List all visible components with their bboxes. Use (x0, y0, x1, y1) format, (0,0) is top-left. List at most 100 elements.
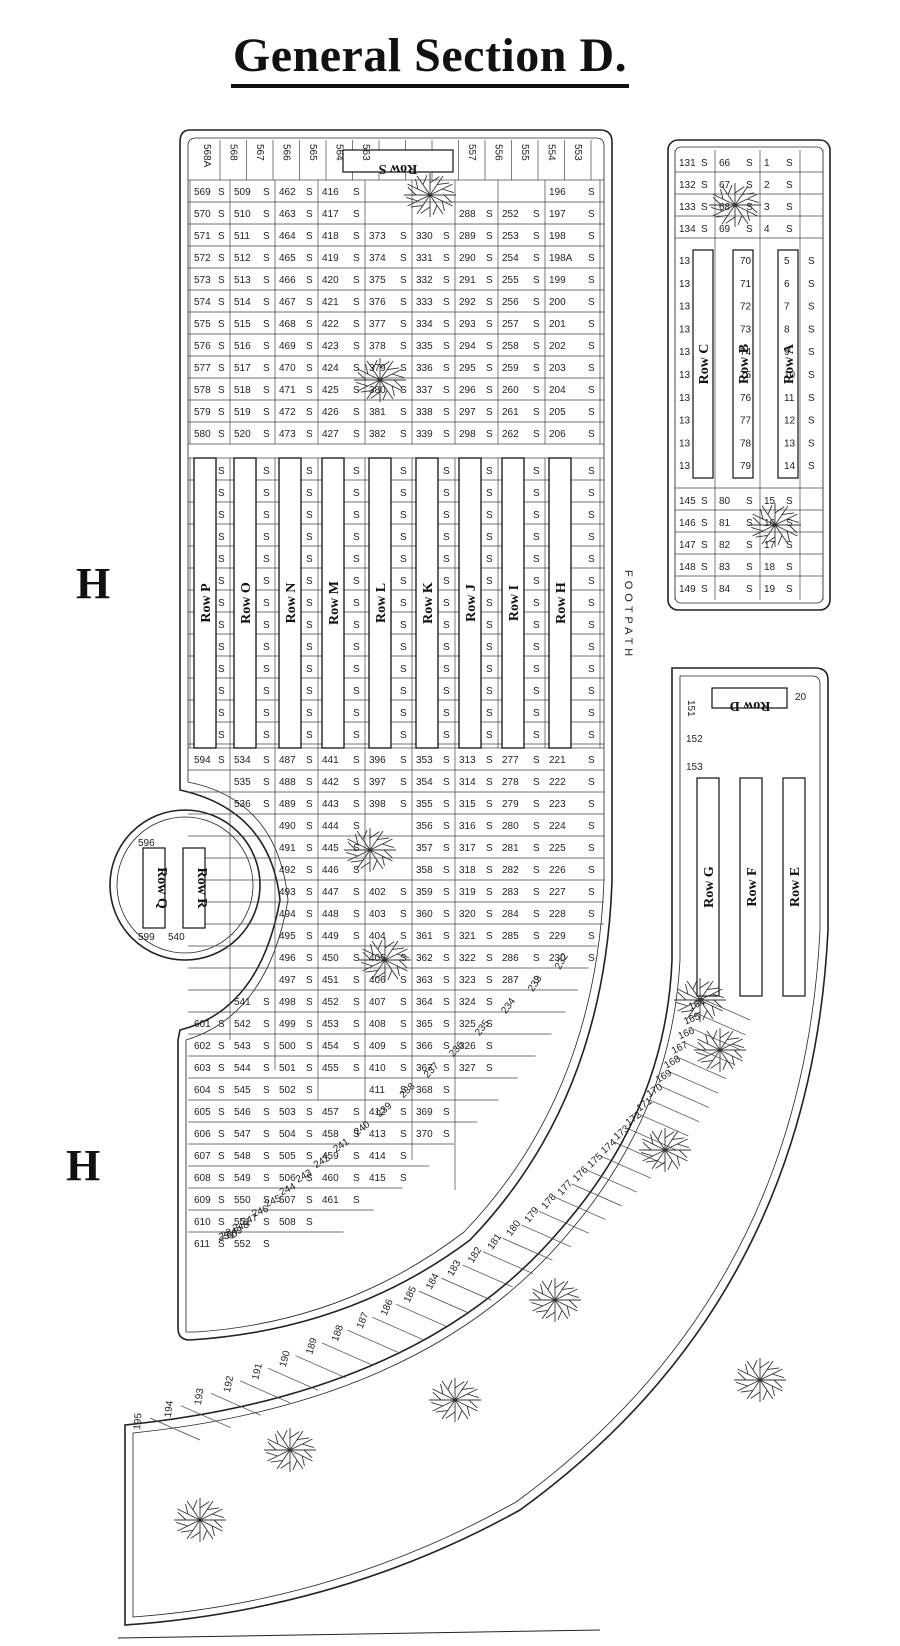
row-b-box (732, 249, 754, 479)
plot-number: 326 (459, 1041, 476, 1052)
plot-s-mark: S (588, 385, 595, 396)
curve-plot-number: 247 (240, 1212, 260, 1228)
plot-number: 201 (549, 319, 566, 330)
plot-s-mark: S (353, 642, 360, 653)
plot-s-mark: S (306, 953, 313, 964)
footpath-label: FOOTPATH (622, 570, 634, 660)
plot-s-mark: S (443, 466, 450, 477)
plot-number: 132 (679, 180, 696, 191)
curve-plot-number: 250 (220, 1228, 239, 1242)
plot-s-mark: S (533, 664, 540, 675)
plot-number: 286 (502, 953, 519, 964)
curve-divider (396, 1303, 447, 1327)
curve-divider (555, 1197, 606, 1220)
plot-number: 454 (322, 1041, 339, 1052)
plot-s-mark: S (786, 562, 793, 573)
plot-s-mark: S (353, 887, 360, 898)
plot-s-mark: S (808, 324, 815, 335)
plot-s-mark: S (263, 1217, 270, 1228)
plot-s-mark: S (263, 385, 270, 396)
plot-s-mark: S (218, 297, 225, 308)
plot-s-mark: S (306, 843, 313, 854)
plot-number: 16 (764, 518, 776, 529)
plot-s-mark: S (786, 496, 793, 507)
plot-number: 13 (679, 416, 691, 427)
plot-number: 402 (369, 887, 386, 898)
plot-s-mark: S (306, 1173, 313, 1184)
plot-s-mark: S (400, 598, 407, 609)
plot-number: 199 (549, 275, 566, 286)
plot-number: 13 (784, 438, 796, 449)
plot-s-mark: S (306, 275, 313, 286)
plot-number: 277 (502, 755, 519, 766)
plot-s-mark: S (218, 488, 225, 499)
plot-s-mark: S (263, 466, 270, 477)
plot-s-mark: S (486, 843, 493, 854)
section-outlines (109, 129, 831, 1639)
plot-number: 550 (234, 1195, 251, 1206)
curve-divider (462, 1264, 513, 1288)
plot-number: 504 (279, 1129, 296, 1140)
plot-s-mark: S (263, 1107, 270, 1118)
plot-number: 514 (234, 297, 251, 308)
plot-s-mark: S (533, 620, 540, 631)
plot-s-mark: S (218, 510, 225, 521)
curve-divider (538, 1210, 589, 1234)
plot-number: 541 (234, 997, 251, 1008)
plot-s-mark: S (353, 664, 360, 675)
plot-s-mark: S (588, 209, 595, 220)
plot-number: 464 (279, 231, 296, 242)
plot-s-mark: S (533, 642, 540, 653)
plot-s-mark: S (808, 279, 815, 290)
plot-s-mark: S (443, 1085, 450, 1096)
plot-number: 292 (459, 297, 476, 308)
plot-s-mark: S (808, 256, 815, 267)
plot-s-mark: S (443, 253, 450, 264)
plot-s-mark: S (218, 407, 225, 418)
plot-s-mark: S (486, 708, 493, 719)
plot-number: 284 (502, 909, 519, 920)
plot-number: 258 (502, 341, 519, 352)
plot-s-mark: S (353, 363, 360, 374)
plot-s-mark: S (533, 231, 540, 242)
plot-number: 68 (719, 202, 731, 213)
plot-s-mark: S (353, 341, 360, 352)
plot-s-mark: S (443, 319, 450, 330)
curve-divider (239, 1380, 291, 1404)
plot-number: 441 (322, 755, 339, 766)
plot-number: 542 (234, 1019, 251, 1030)
row-r-box (182, 847, 206, 929)
plot-number: 262 (502, 429, 519, 440)
plot-s-mark: S (400, 363, 407, 374)
row-n-box (278, 457, 302, 749)
plot-s-mark: S (486, 253, 493, 264)
plot-s-mark: S (400, 997, 407, 1008)
plot-s-mark: S (400, 931, 407, 942)
plot-s-mark: S (400, 1041, 407, 1052)
plot-s-mark: S (746, 584, 753, 595)
plot-s-mark: S (588, 275, 595, 286)
plot-s-mark: S (400, 319, 407, 330)
plot-s-mark: S (218, 1217, 225, 1228)
plot-number: 421 (322, 297, 339, 308)
plot-number: 338 (416, 407, 433, 418)
plot-s-mark: S (400, 1019, 407, 1030)
plot-s-mark: S (263, 275, 270, 286)
plot-s-mark: S (533, 686, 540, 697)
plot-s-mark: S (533, 319, 540, 330)
plot-s-mark: S (263, 363, 270, 374)
plot-s-mark: S (443, 598, 450, 609)
row-o-label: Row O (239, 582, 254, 624)
plot-number: 12 (784, 416, 796, 427)
curve-divider (638, 1113, 689, 1137)
main-block-outline (177, 129, 613, 1341)
plot-number: 72 (740, 302, 752, 313)
plot-number: 280 (502, 821, 519, 832)
plot-s-mark: S (263, 1195, 270, 1206)
row-m-label: Row M (327, 581, 342, 625)
plot-number: 320 (459, 909, 476, 920)
plot-s-mark: S (588, 407, 595, 418)
plot-s-mark: S (218, 466, 225, 477)
plot-number: 610 (194, 1217, 211, 1228)
row-c-label: Row C (697, 344, 712, 385)
